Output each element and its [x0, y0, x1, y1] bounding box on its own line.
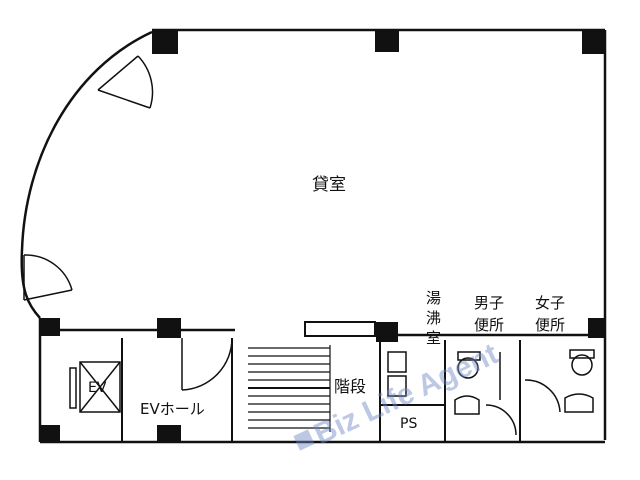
label-stairs: 階段	[334, 377, 366, 396]
column	[376, 322, 398, 342]
toilet-fixture	[457, 357, 479, 379]
column	[40, 425, 60, 443]
label-mens-toilet-2: 便所	[474, 316, 504, 334]
column	[588, 318, 606, 338]
door-upper	[97, 55, 154, 109]
label-kitchenette-2: 沸	[426, 309, 441, 327]
toilet-fixture	[571, 354, 593, 376]
label-kitchenette-3: 室	[426, 329, 441, 347]
wall-curved	[20, 30, 153, 319]
label-pipe-space: PS	[400, 416, 417, 432]
watermark: Biz Life Agent	[293, 337, 503, 451]
label-kitchenette-1: 湯	[426, 289, 441, 307]
column	[582, 30, 606, 54]
ev-hall-door	[181, 337, 233, 391]
label-mens-toilet-1: 男子	[474, 294, 504, 312]
stair-top-wall	[304, 321, 376, 337]
label-elevator: EV	[88, 380, 107, 396]
toilet-door	[524, 379, 561, 413]
column	[157, 318, 181, 338]
column	[40, 318, 60, 336]
label-ev-hall: EVホール	[140, 400, 205, 418]
door-lower	[23, 254, 73, 300]
elevator-car	[79, 361, 121, 413]
label-womens-toilet-2: 便所	[535, 316, 565, 334]
sink-fixture	[387, 375, 407, 397]
column	[152, 30, 178, 54]
sink-fixture	[387, 351, 407, 373]
toilet-door	[485, 404, 517, 436]
column	[375, 30, 399, 52]
label-womens-toilet-1: 女子	[535, 294, 565, 312]
column	[157, 425, 181, 443]
stair-treads	[248, 345, 331, 432]
label-office: 貸室	[312, 175, 346, 195]
